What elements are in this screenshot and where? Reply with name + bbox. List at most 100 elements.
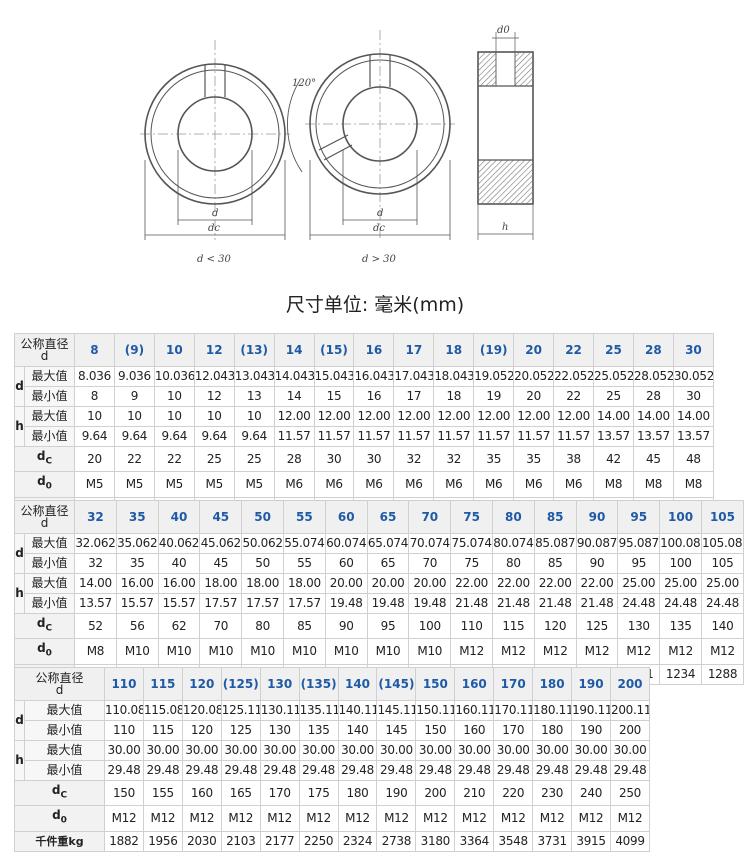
d-min-cell: 55: [283, 553, 326, 574]
dc-cell: 52: [74, 612, 117, 640]
size-cell: 8: [74, 333, 115, 367]
d-max-cell: 18.043: [433, 366, 475, 387]
h-max-cell: 30.00: [415, 740, 456, 761]
size-cell: (145): [376, 667, 417, 701]
h-min-cell: 17.57: [283, 593, 326, 614]
d-max-cell: 32.062: [74, 533, 117, 554]
h-max-cell: 16.00: [157, 573, 201, 594]
size-cell: (9): [113, 333, 155, 367]
dc-cell: 30: [353, 445, 395, 473]
size-cell: (15): [313, 333, 355, 367]
d0-cell: M12: [415, 805, 456, 832]
size-cell: (125): [220, 667, 261, 701]
d-min-cell: 28: [632, 386, 674, 407]
middle-dim-dc-label: dc: [373, 223, 385, 234]
d-min-cell: 16: [353, 386, 395, 407]
d-max-cell: 80.074: [491, 533, 535, 554]
dc-cell: 80: [241, 612, 284, 640]
d-min-cell: 180: [532, 720, 573, 741]
d0-cell: M5: [233, 471, 275, 498]
h-min-cell: 19.48: [408, 593, 452, 614]
max-label: 最大值: [23, 740, 106, 761]
d-max-cell: 15.043: [313, 366, 355, 387]
h-min-cell: 29.48: [493, 760, 534, 781]
d0-cell: M12: [491, 638, 535, 665]
d-max-cell: 90.087: [575, 533, 619, 554]
size-cell: 35: [115, 500, 159, 534]
d0-cell: M10: [408, 638, 452, 665]
d-min-cell: 17: [393, 386, 435, 407]
dc-cell: 220: [493, 779, 534, 807]
h-max-cell: 22.00: [533, 573, 577, 594]
dc-cell: 90: [324, 612, 368, 640]
d-max-row: d 最大值 110.087115.087120.087125.113130.11…: [14, 700, 650, 741]
left-caption: d < 30: [197, 254, 232, 265]
d-min-cell: 110: [104, 720, 144, 741]
d-min-cell: 105: [700, 553, 745, 574]
weight-cell: 2324: [337, 830, 378, 852]
d0-cell: M12: [617, 638, 661, 665]
size-cell: 95: [617, 500, 661, 534]
size-cell: 70: [408, 500, 452, 534]
h-max-cell: 10: [74, 406, 115, 427]
weight-cell: 1882: [104, 830, 144, 852]
dc-cell: 30: [313, 445, 355, 473]
weight-cell: 2250: [298, 830, 339, 852]
d0-cell: M12: [259, 805, 300, 832]
h-max-cell: 30.00: [610, 740, 650, 761]
d-max-cell: 55.074: [283, 533, 326, 554]
h-max-cell: 30.00: [259, 740, 300, 761]
h-max-cell: 20.00: [366, 573, 410, 594]
d-max-cell: 13.043: [233, 366, 275, 387]
d0-cell: M5: [153, 471, 195, 498]
h-max-cell: 30.00: [454, 740, 495, 761]
d-max-cell: 145.115: [376, 700, 417, 721]
d0-cell: M12: [610, 805, 650, 832]
d-max-cell: 160.116: [454, 700, 495, 721]
d-min-cell: 200: [610, 720, 650, 741]
d0-cell: M8: [672, 471, 715, 498]
weight-cell: 1234: [659, 663, 702, 685]
d0-cell: M12: [532, 805, 573, 832]
size-cell: 115: [142, 667, 183, 701]
dc-cell: 135: [659, 612, 702, 640]
d-min-cell: 32: [74, 553, 117, 574]
dc-cell: 250: [610, 779, 650, 807]
middle-view-large-collar: [287, 30, 455, 240]
dc-cell: 32: [433, 445, 475, 473]
size-cell: 20: [513, 333, 555, 367]
dc-label: dC: [13, 779, 106, 807]
dc-cell: 56: [115, 612, 159, 640]
d0-cell: M5: [113, 471, 155, 498]
d-min-cell: 100: [659, 553, 702, 574]
d-max-cell: 190.115: [571, 700, 611, 721]
size-cell: 28: [632, 333, 674, 367]
weight-cell: 2030: [181, 830, 222, 852]
min-label: 最小值: [23, 386, 76, 407]
d0-cell: M12: [571, 805, 611, 832]
size-cell: 140: [337, 667, 378, 701]
h-min-cell: 19.48: [324, 593, 368, 614]
d0-cell: M6: [393, 471, 435, 498]
h-min-cell: 21.48: [450, 593, 493, 614]
h-min-cell: 9.64: [193, 426, 235, 447]
size-cell: 170: [493, 667, 534, 701]
dc-cell: 25: [233, 445, 275, 473]
max-label: 最大值: [23, 533, 76, 554]
d0-cell: M12: [337, 805, 378, 832]
dc-cell: 22: [113, 445, 155, 473]
size-cell: 110: [104, 667, 144, 701]
h-max-cell: 30.00: [532, 740, 573, 761]
dc-cell: 95: [366, 612, 410, 640]
d-min-cell: 8: [74, 386, 115, 407]
h-max-cell: 12.00: [513, 406, 555, 427]
dc-cell: 180: [337, 779, 378, 807]
dc-cell: 32: [393, 445, 435, 473]
